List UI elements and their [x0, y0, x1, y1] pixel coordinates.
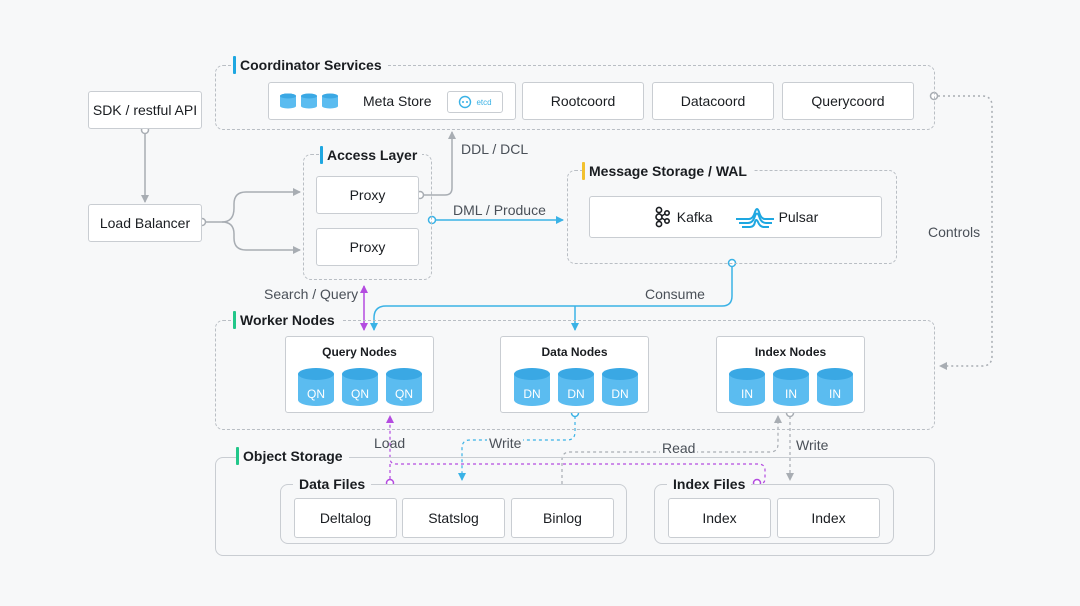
querycoord-label: Querycoord [811, 93, 885, 109]
write-data-label: Write [487, 435, 524, 451]
load-balancer-box: Load Balancer [88, 204, 202, 242]
object-storage-group [215, 457, 935, 556]
edge-lb-to-proxy1 [202, 188, 301, 223]
dml-produce-label: DML / Produce [453, 202, 546, 218]
worker-nodes-group [215, 320, 935, 430]
consume-label: Consume [645, 286, 705, 302]
edge-write-data [458, 416, 576, 481]
pulsar-label: Pulsar [778, 209, 819, 225]
etcd-icon [459, 95, 472, 109]
sdk-label: SDK / restful API [92, 102, 198, 118]
meta-store-label: Meta Store [363, 93, 432, 109]
querycoord-box: Querycoord [782, 82, 914, 120]
edge-controls [938, 95, 993, 370]
edge-consume [370, 267, 733, 331]
read-label: Read [660, 440, 698, 456]
rootcoord-box: Rootcoord [522, 82, 644, 120]
worker-nodes-title: Worker Nodes [233, 311, 341, 329]
statslog-label: Statslog [428, 510, 479, 526]
proxy-box-1: Proxy [316, 176, 419, 214]
index-box-2: Index [777, 498, 880, 538]
data-nodes-box: Data Nodes DN DN DN [500, 336, 649, 413]
datacoord-label: Datacoord [680, 93, 746, 109]
statslog-box: Statslog [402, 498, 505, 538]
kafka-label: Kafka [676, 209, 713, 225]
message-brokers-box: Kafka Pulsar [589, 196, 882, 238]
data-nodes-title: Data Nodes [541, 345, 608, 359]
index-node-label-3: IN [829, 387, 841, 401]
coordinator-services-group [215, 65, 935, 130]
index-node-cylinder-1: IN [729, 368, 765, 406]
write-index-label: Write [796, 437, 829, 453]
data-files-title: Data Files [293, 476, 372, 492]
load-balancer-label: Load Balancer [99, 215, 191, 231]
edge-read [561, 415, 782, 496]
index-node-label-1: IN [741, 387, 753, 401]
index-node-label-2: IN [785, 387, 797, 401]
query-node-cylinder-3: QN [386, 368, 422, 406]
controls-label: Controls [928, 224, 981, 240]
meta-store-box: Meta Store etcd [268, 82, 516, 120]
edge-lb-to-proxy2 [221, 221, 301, 254]
ddl-dcl-label: DDL / DCL [461, 141, 529, 157]
data-node-label-2: DN [567, 387, 585, 401]
data-node-label-3: DN [611, 387, 629, 401]
query-nodes-box: Query Nodes QN QN QN [285, 336, 434, 413]
etcd-label: etcd [476, 97, 492, 107]
search-query-label: Search / Query [264, 286, 359, 302]
index-box-1: Index [668, 498, 771, 538]
index-label-1: Index [702, 510, 737, 526]
rootcoord-label: Rootcoord [550, 93, 616, 109]
data-node-cylinder-2: DN [558, 368, 594, 406]
deltalog-label: Deltalog [319, 510, 372, 526]
index-node-cylinder-2: IN [773, 368, 809, 406]
proxy-label-1: Proxy [349, 187, 386, 203]
index-node-cylinder-3: IN [817, 368, 853, 406]
query-nodes-title: Query Nodes [322, 345, 397, 359]
pulsar-icon [735, 208, 774, 228]
data-node-cylinder-1: DN [514, 368, 550, 406]
binlog-box: Binlog [511, 498, 614, 538]
query-node-label-2: QN [351, 387, 369, 401]
query-node-label-3: QN [395, 387, 413, 401]
datacoord-box: Datacoord [652, 82, 774, 120]
index-files-title: Index Files [667, 476, 752, 492]
edge-load [386, 415, 766, 484]
proxy-box-2: Proxy [316, 228, 419, 266]
etcd-badge: etcd [447, 91, 503, 113]
coordinator-services-title: Coordinator Services [233, 56, 388, 74]
query-node-cylinder-1: QN [298, 368, 334, 406]
binlog-label: Binlog [543, 510, 582, 526]
query-node-cylinder-2: QN [342, 368, 378, 406]
index-nodes-box: Index Nodes IN IN IN [716, 336, 865, 413]
sdk-restful-api-box: SDK / restful API [88, 91, 202, 129]
load-label: Load [374, 435, 406, 451]
object-storage-title: Object Storage [236, 447, 349, 465]
query-node-label-1: QN [307, 387, 325, 401]
index-label-2: Index [811, 510, 846, 526]
proxy-label-2: Proxy [349, 239, 386, 255]
access-layer-title: Access Layer [320, 146, 423, 164]
deltalog-box: Deltalog [294, 498, 397, 538]
data-node-cylinder-3: DN [602, 368, 638, 406]
data-node-label-1: DN [523, 387, 541, 401]
kafka-icon [654, 206, 670, 228]
index-nodes-title: Index Nodes [754, 345, 827, 359]
message-storage-title: Message Storage / WAL [582, 162, 753, 180]
edge-ddl-dcl [422, 131, 456, 196]
database-icon [279, 93, 339, 109]
